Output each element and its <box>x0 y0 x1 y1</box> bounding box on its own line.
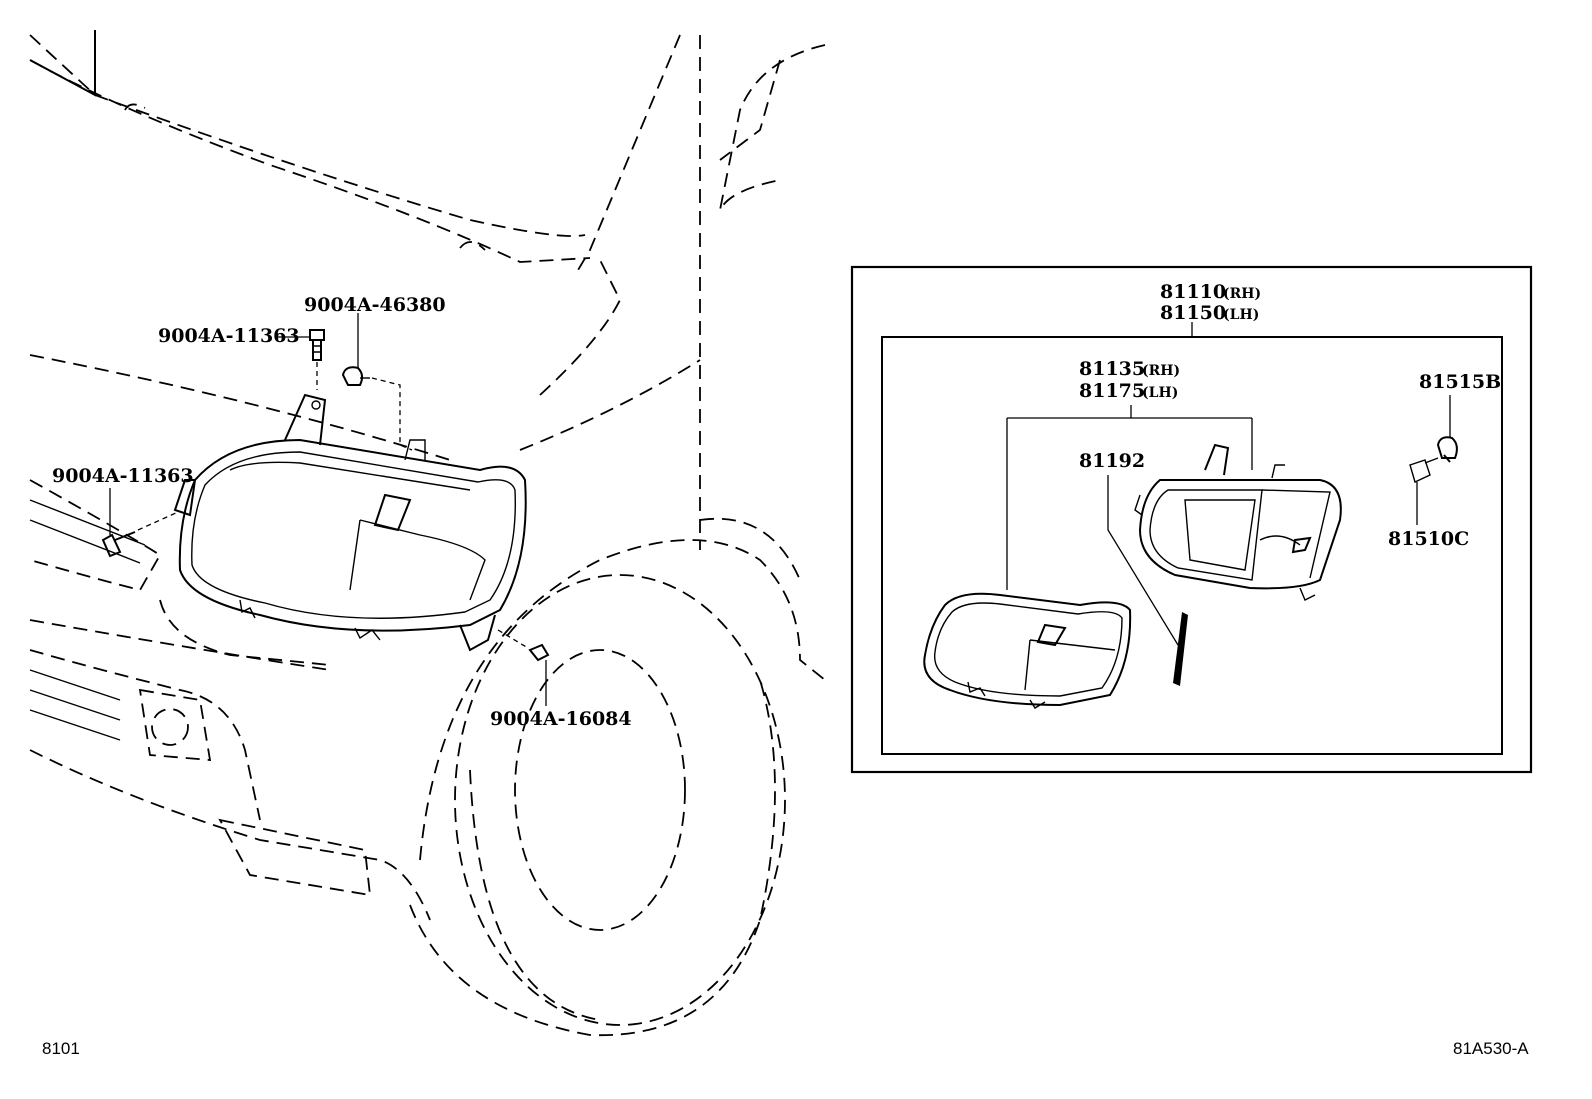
installed-headlamp-drawing <box>173 393 527 652</box>
gasket-strip-drawing <box>1173 612 1188 686</box>
label-bulb: 81510C <box>1388 528 1469 550</box>
label-unit-rh-tag: (RH) <box>1142 363 1180 379</box>
socket-bulb-drawing <box>1409 436 1458 483</box>
label-assy-rh: 81110 <box>1160 281 1226 303</box>
footer-figure-code: 81A530-A <box>1453 1039 1529 1058</box>
lens-drawing <box>923 592 1132 709</box>
label-bolt-side: 9004A-11363 <box>52 465 194 487</box>
footer-page-code: 8101 <box>42 1039 80 1058</box>
label-assy-lh-tag: (LH) <box>1223 307 1259 323</box>
vehicle-body-outline <box>29 30 826 1037</box>
fasteners-main <box>101 329 550 662</box>
label-screw-lower: 9004A-16084 <box>490 708 632 730</box>
label-unit-rh: 81135 <box>1079 358 1145 380</box>
label-clip-upper: 9004A-46380 <box>304 294 446 316</box>
label-unit-lh: 81175 <box>1079 380 1145 402</box>
housing-drawing <box>1134 443 1342 601</box>
detail-inset-frame <box>850 265 1533 774</box>
label-unit-lh-tag: (LH) <box>1142 385 1178 401</box>
label-assy-lh: 81150 <box>1160 302 1226 324</box>
label-bolt-upper: 9004A-11363 <box>158 325 300 347</box>
label-socket: 81515B <box>1419 371 1501 393</box>
label-gasket: 81192 <box>1079 450 1145 472</box>
main-leader-lines <box>109 313 547 706</box>
label-assy-rh-tag: (RH) <box>1223 286 1261 302</box>
